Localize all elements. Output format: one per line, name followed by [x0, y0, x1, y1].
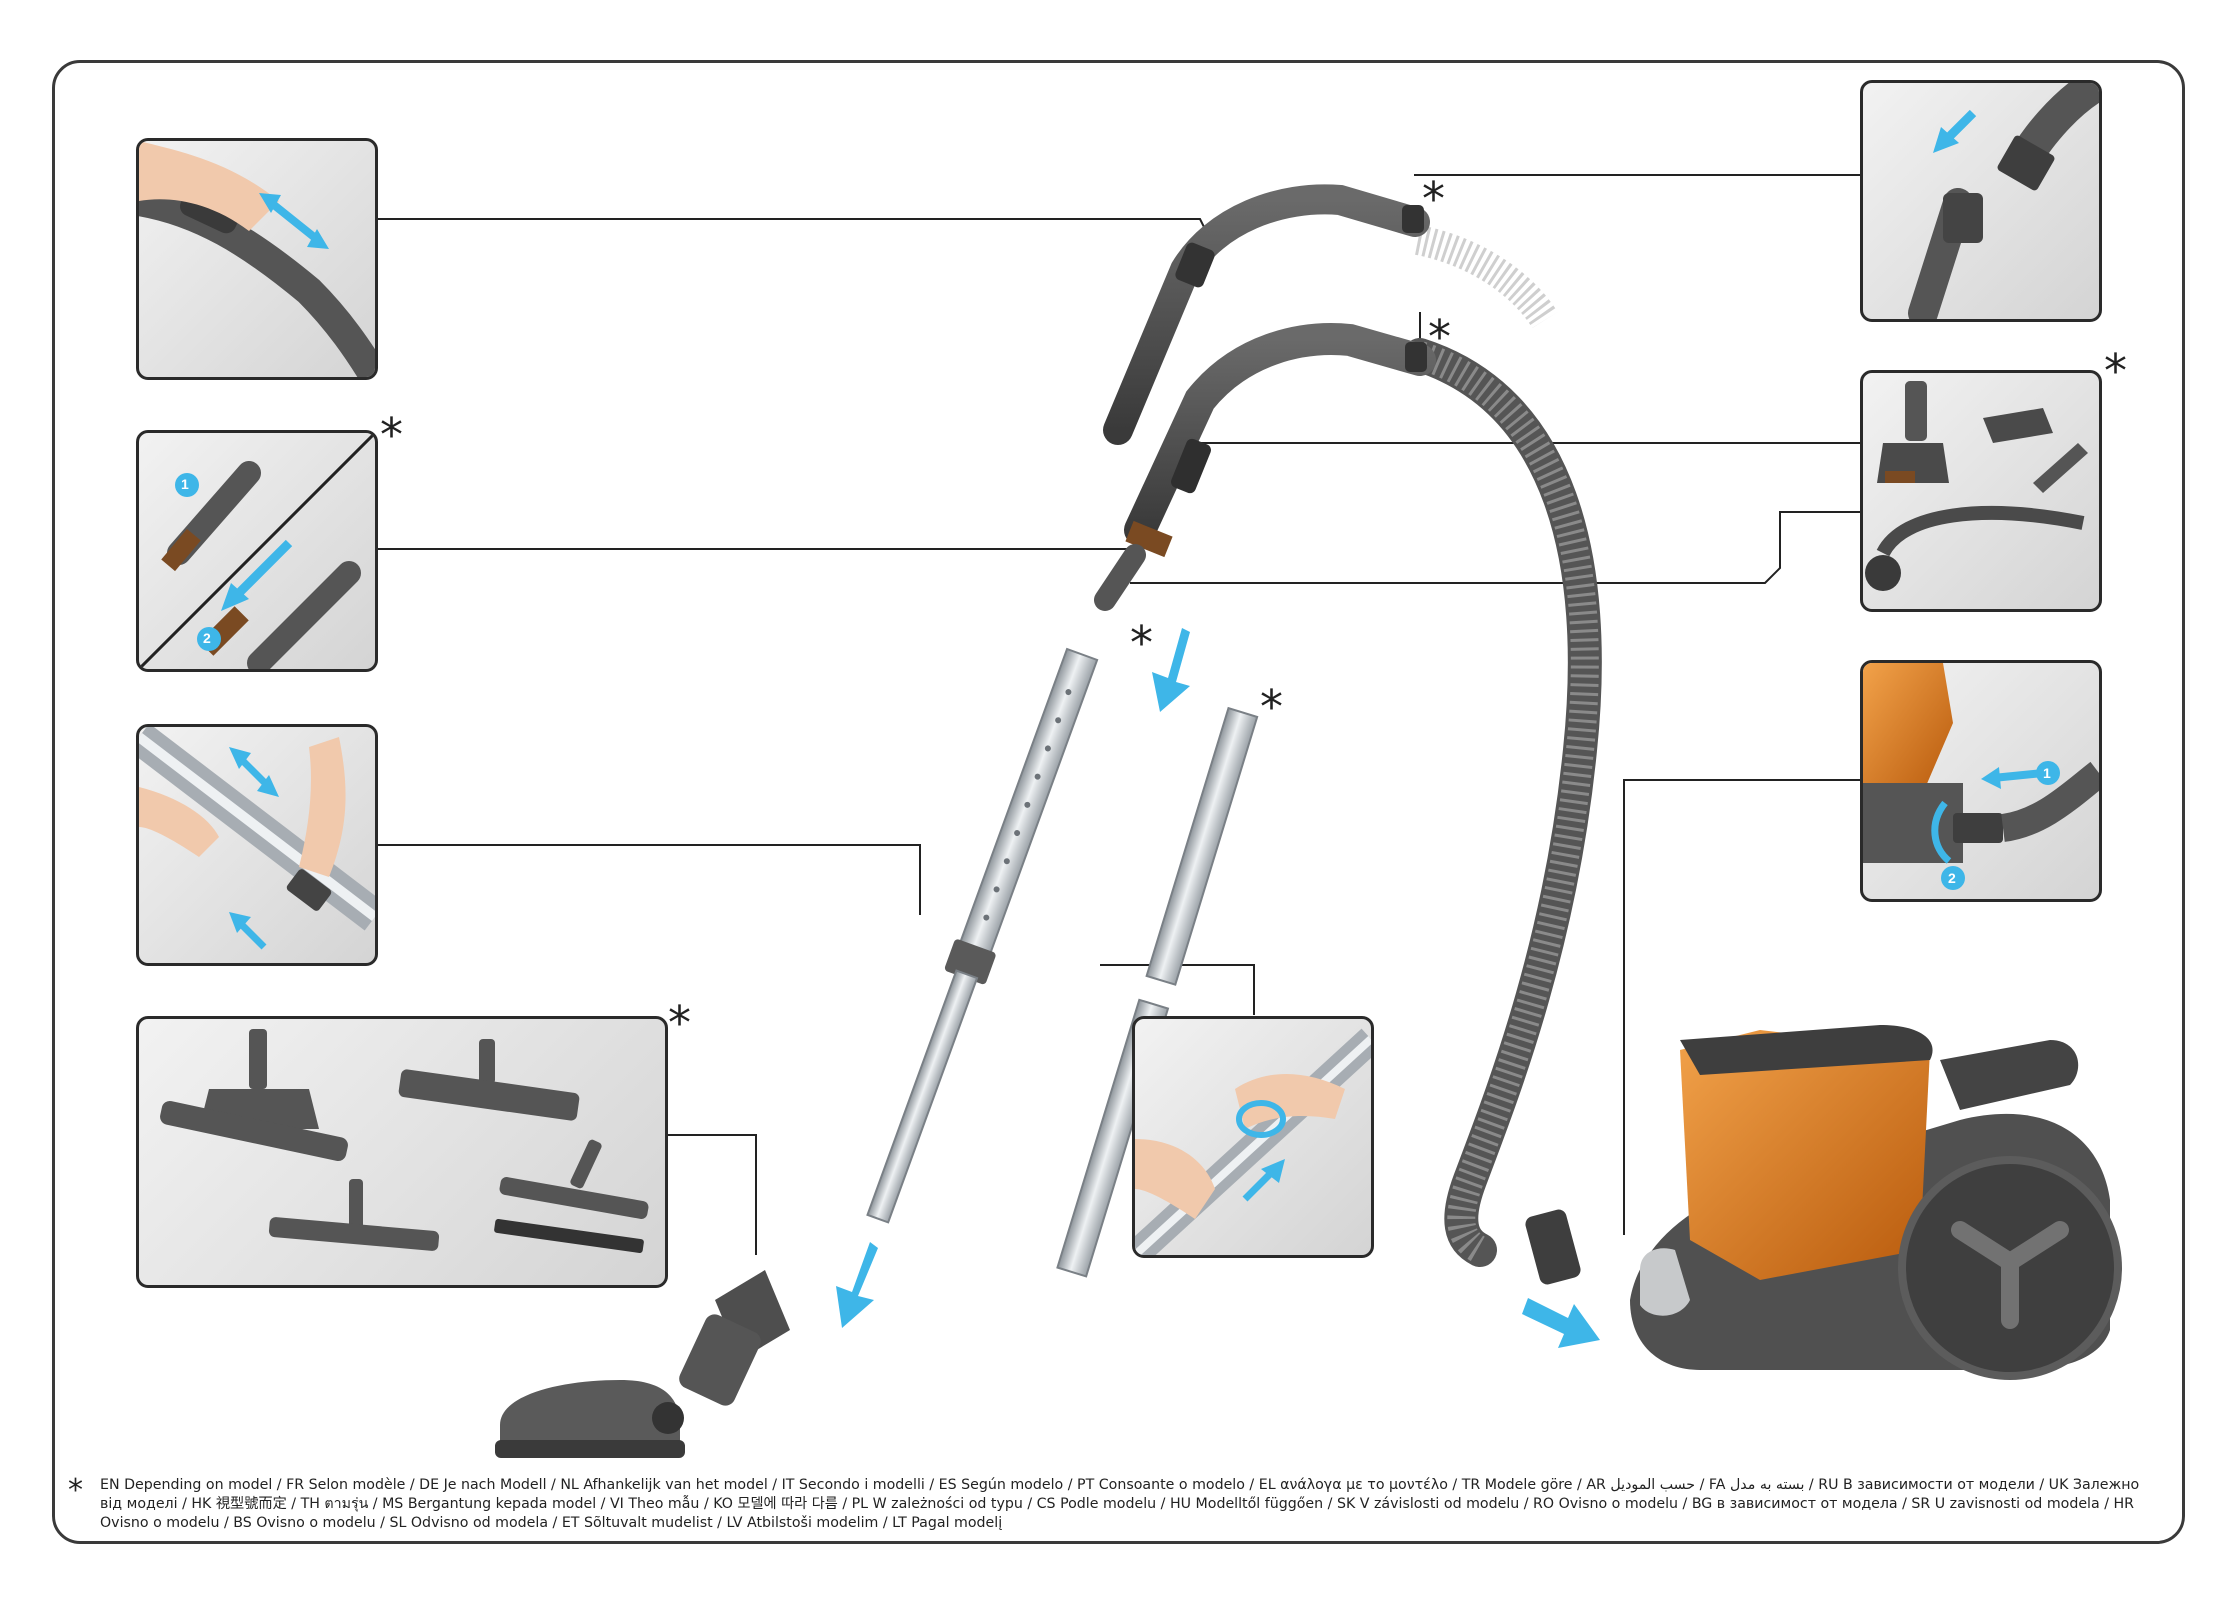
- step-1-label: 1: [2043, 765, 2051, 781]
- panel-tube-join: [1132, 1016, 1374, 1258]
- step-1-label: 1: [181, 476, 189, 492]
- arrow-nozzle: [836, 1242, 878, 1328]
- panel-accessories: [1860, 370, 2102, 612]
- step-2-label: 2: [1948, 870, 1956, 886]
- optional-marker-accessory: *: [380, 408, 403, 462]
- panel-handle-slider: [136, 138, 378, 380]
- handle-lower: [1124, 323, 1436, 546]
- handle-lower-connector: [1405, 342, 1427, 372]
- panel-hose-inlet: 1 2: [1860, 660, 2102, 902]
- panel-hose-connect: [1860, 80, 2102, 322]
- handle-slider: [1171, 438, 1211, 494]
- floor-nozzle: [495, 1270, 790, 1458]
- optional-marker-handle-upper: *: [1422, 172, 1445, 226]
- optional-marker-two-piece-tube: *: [1260, 680, 1283, 734]
- brush-bristles: [1125, 520, 1173, 558]
- footnote-text: EN Depending on model / FR Selon modèle …: [100, 1477, 2140, 1531]
- arrow-body-inlet: [1522, 1298, 1600, 1348]
- panel-floor-nozzles: [136, 1016, 668, 1288]
- leader-telescopic-tube: [376, 844, 921, 915]
- hose-faded: [1414, 225, 1558, 329]
- optional-marker-telescopic-tube: *: [1130, 616, 1153, 670]
- footnote-marker: *: [68, 1473, 83, 1508]
- panel-accessory-insert: 1 2: [136, 430, 378, 672]
- optional-marker-accessories: *: [2104, 344, 2127, 398]
- arrow-tube-down: [1152, 628, 1190, 712]
- optional-marker-handle-lower: *: [1428, 310, 1451, 364]
- handle-upper-connector: [1402, 205, 1424, 233]
- optional-marker-floor-nozzles: *: [668, 996, 691, 1050]
- leader-floor-nozzles: [666, 1134, 757, 1255]
- page-frame: [52, 60, 2185, 1544]
- leader-accessories-2: [1130, 511, 1860, 584]
- handle-upper: [1103, 184, 1430, 445]
- vacuum-cleaner-body: [1630, 1025, 2122, 1380]
- hose-end-connector: [1525, 1209, 1581, 1285]
- telescopic-tube: [866, 647, 1099, 1224]
- step-2-label: 2: [203, 630, 211, 646]
- handle-upper-grip: [1175, 242, 1215, 288]
- leader-handle-adjust: [376, 218, 1208, 255]
- nozzle-tip: [1094, 544, 1146, 611]
- hose-ribs: [1415, 341, 1599, 1263]
- panel-telescopic-adjust: [136, 724, 378, 966]
- direction-arrows: [836, 628, 1600, 1348]
- leader-hose-inlet: [1623, 779, 1860, 1235]
